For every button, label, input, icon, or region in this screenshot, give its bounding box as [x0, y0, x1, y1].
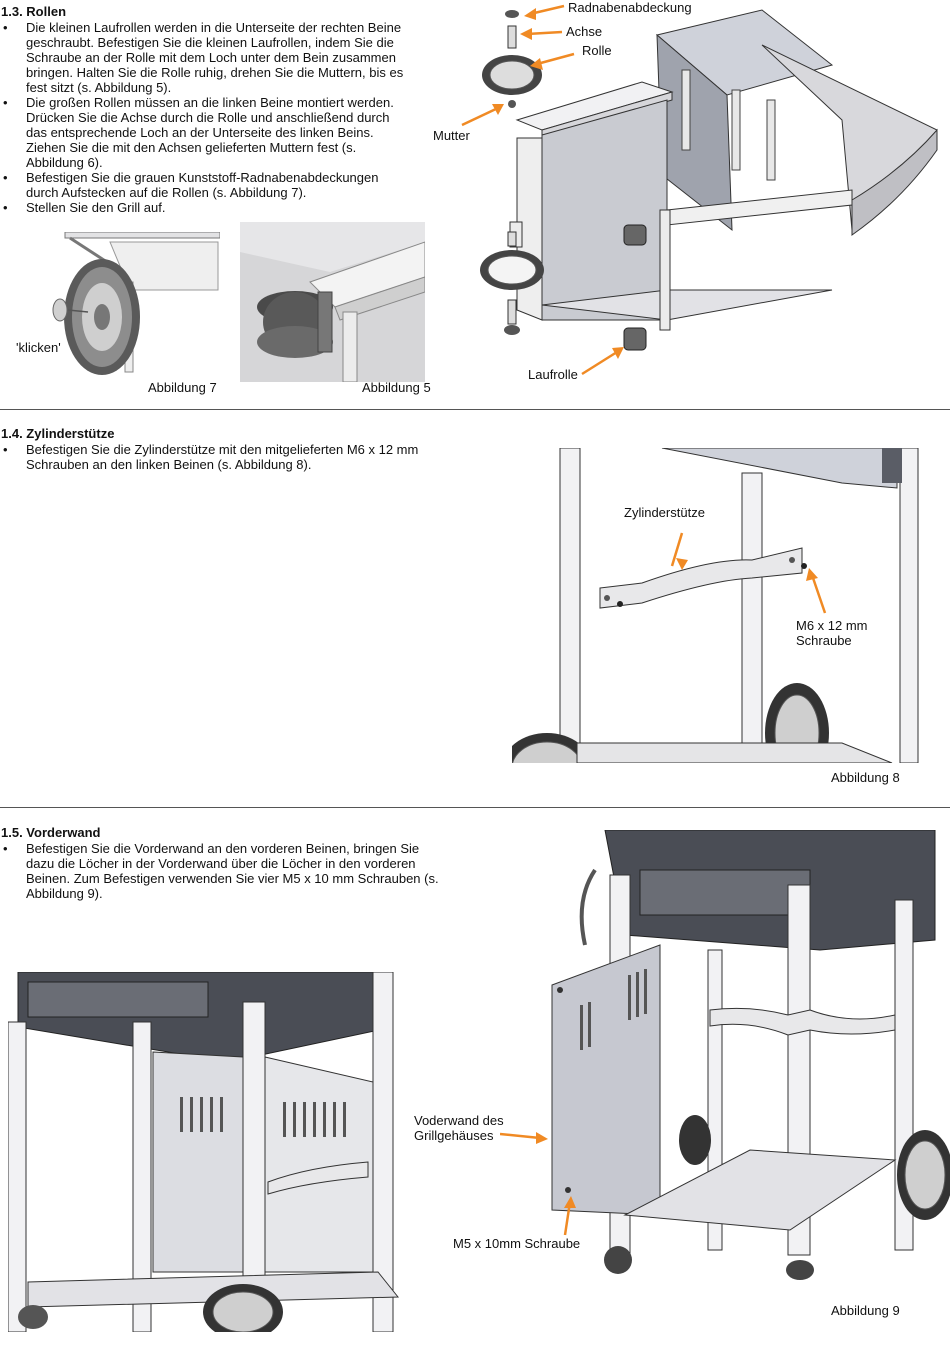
vorderwand-label-line2: Grillgehäuses: [414, 1128, 494, 1143]
figure-7-caption: Abbildung 7: [148, 380, 217, 395]
m5-screw-label: M5 x 10mm Schraube: [453, 1236, 581, 1251]
m6-screw-label-line2: Schraube: [796, 633, 852, 648]
section-divider: [0, 807, 950, 808]
section-1-3-heading: 1.3. Rollen: [1, 4, 67, 19]
list-item: Die großen Rollen müssen an die linken B…: [1, 95, 406, 170]
figure-8-cylinder-support-image: [512, 448, 920, 763]
figure-5-caster-image: [240, 222, 425, 382]
figure-9-cart-image: [550, 830, 950, 1280]
achse-label: Achse: [566, 24, 603, 39]
section-1-3-bullets: Die kleinen Laufrollen werden in die Unt…: [1, 20, 406, 215]
mutter-label: Mutter: [433, 128, 470, 143]
rolle-label: Rolle: [582, 43, 612, 58]
figure-8-caption: Abbildung 8: [831, 770, 900, 785]
figure-6-frame-exploded-image: [461, 4, 938, 376]
figure-7-wheel-image: [50, 232, 220, 377]
list-item: Stellen Sie den Grill auf.: [1, 200, 406, 215]
list-item: Befestigen Sie die Vorderwand an den vor…: [1, 841, 441, 901]
radnabenabdeckung-label: Radnabenabdeckung: [568, 0, 692, 15]
figure-9-front-wall-closeup-image: [8, 972, 403, 1332]
laufrolle-label: Laufrolle: [528, 367, 578, 382]
vorderwand-label-line1: Voderwand des: [414, 1113, 504, 1128]
section-1-5-heading: 1.5. Vorderwand: [1, 825, 101, 840]
figure-5-caption: Abbildung 5: [362, 380, 431, 395]
vorderwand-arrow: [500, 1132, 548, 1144]
klicken-label: 'klicken': [16, 340, 61, 355]
section-divider: [0, 409, 950, 410]
section-1-5-bullets: Befestigen Sie die Vorderwand an den vor…: [1, 841, 441, 901]
section-1-4-heading: 1.4. Zylinderstütze: [1, 426, 115, 441]
figure-9-caption: Abbildung 9: [831, 1303, 900, 1318]
m6-screw-label-line1: M6 x 12 mm: [796, 618, 868, 633]
list-item: Befestigen Sie die grauen Kunststoff-Rad…: [1, 170, 406, 200]
section-1-4-bullets: Befestigen Sie die Zylinderstütze mit de…: [1, 442, 441, 472]
list-item: Die kleinen Laufrollen werden in die Unt…: [1, 20, 406, 95]
list-item: Befestigen Sie die Zylinderstütze mit de…: [1, 442, 441, 472]
zylinderstuetze-label: Zylinderstütze: [624, 505, 705, 520]
